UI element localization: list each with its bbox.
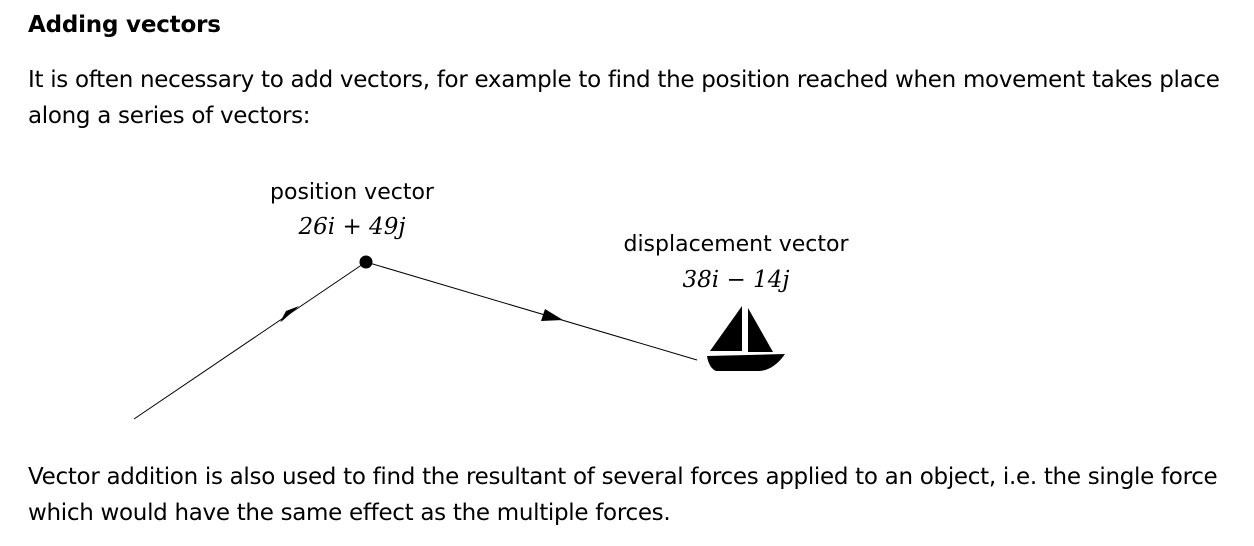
sailboat-icon [707,306,785,371]
section-heading: Adding vectors [28,12,221,38]
closing-paragraph: Vector addition is also used to find the… [28,464,1218,526]
displacement-vector-line [365,261,698,361]
position-vector-arrow [280,306,299,322]
position-vector-label: position vector [270,180,434,205]
position-vector-arrowhead [281,307,298,322]
position-vector-line [133,261,367,420]
position-vector-expression: 26i + 49j [298,214,406,240]
displacement-vector-label: displacement vector [623,232,849,257]
intro-paragraph: It is often necessary to add vectors, fo… [28,67,1220,129]
displacement-vector-expression: 38i − 14j [682,267,790,293]
displacement-vector-arrow [541,309,563,321]
